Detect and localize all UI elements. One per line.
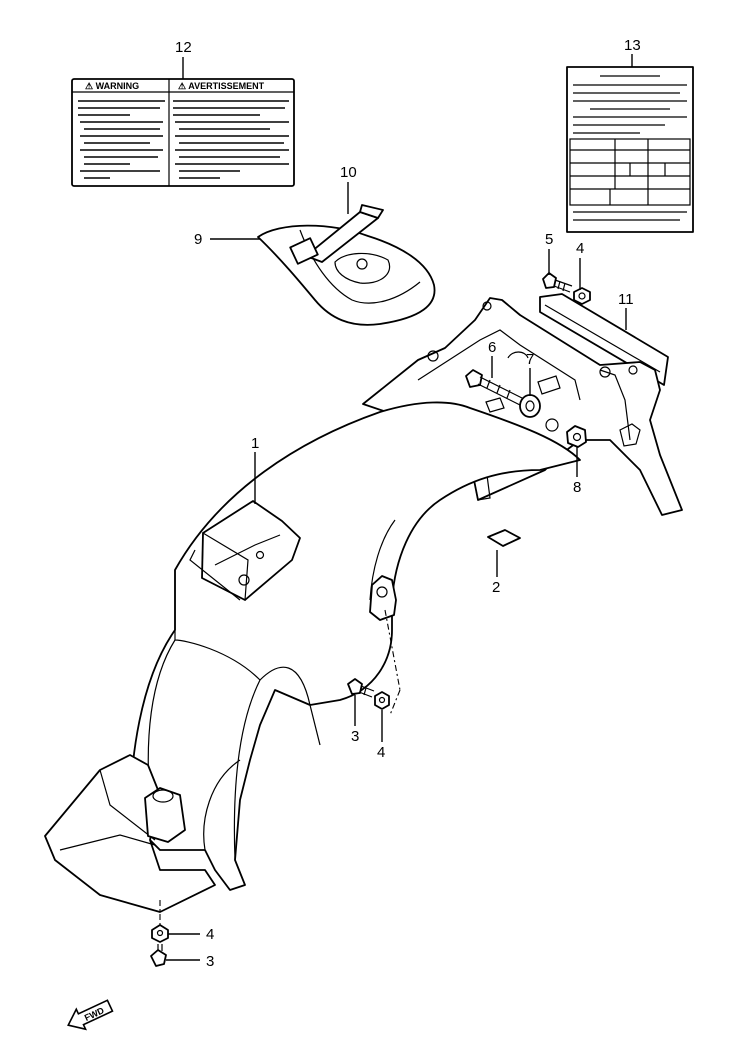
warning-label-right-title: ⚠ AVERTISSEMENT [178,81,265,91]
callout-4-middle: 4 [377,744,385,761]
warning-label-left-title: ⚠ WARNING [85,81,139,91]
collar-part-7 [519,394,541,418]
leader-lines [166,54,633,961]
callout-11: 11 [618,291,634,308]
callout-3-lower: 3 [206,953,214,970]
long-bolt-part-6 [465,369,527,407]
nut-part-8 [566,425,587,448]
warning-label-part-12: ⚠ WARNING ⚠ AVERTISSEMENT [71,78,295,187]
forward-direction-arrow: FWD [67,999,114,1031]
bolt-part-5 [542,272,573,293]
callout-1: 1 [251,435,259,452]
strap-part-10 [289,204,384,265]
callout-9: 9 [194,231,202,248]
callout-6: 6 [488,339,496,356]
rear-fender-part-1 [44,297,683,913]
warning-label-fine-print [78,100,289,179]
callout-10: 10 [340,164,357,181]
callout-5: 5 [545,231,553,248]
callout-4-lower: 4 [206,926,214,943]
centerline-middle-lower [389,689,401,716]
callout-2: 2 [492,579,500,596]
nut-part-4-upper [573,287,591,305]
info-label-part-13 [566,66,694,233]
callout-12: 12 [175,39,192,56]
callout-8: 8 [573,479,581,496]
callout-4-upper: 4 [576,240,584,257]
pad-part-2 [487,529,521,547]
bolt-part-3-lower [150,944,167,967]
nut-part-4-middle [374,691,390,710]
callout-7: 7 [526,351,534,368]
bolt-part-3-middle [347,678,375,698]
callout-3-middle: 3 [351,728,359,745]
nut-part-4-lower [151,924,169,943]
callout-13: 13 [624,37,641,54]
